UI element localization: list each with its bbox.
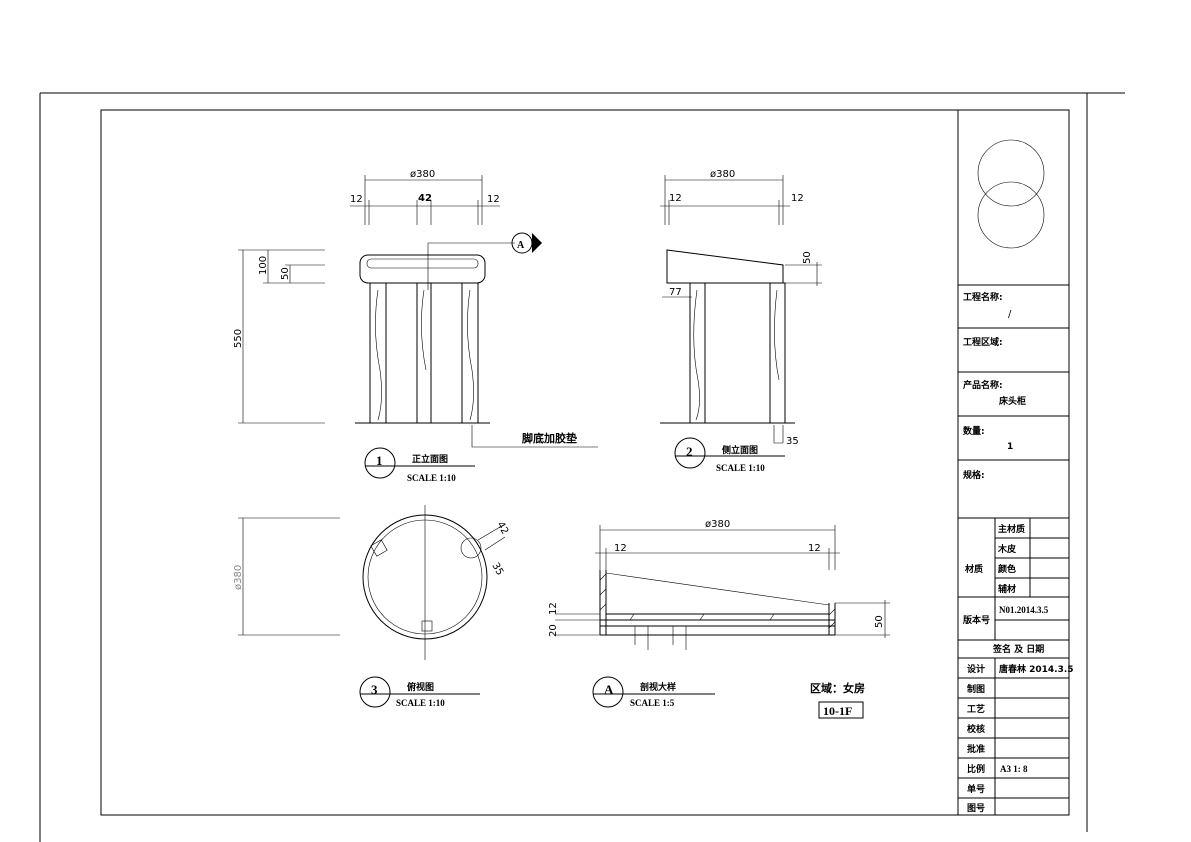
quantity-value: 1 bbox=[1007, 442, 1013, 452]
section-detail: ø380 12 12 12 20 50 A 剖视大样 SCALE 1:5 区域：… bbox=[548, 519, 890, 719]
side-dim-12b: 12 bbox=[791, 193, 804, 204]
project-area-label: 工程区域: bbox=[963, 336, 1003, 348]
top-view: ø380 42 35 3 俯视图 SCALE 1:10 bbox=[233, 505, 510, 708]
view-number-2: 2 bbox=[686, 444, 693, 459]
project-name-value: / bbox=[1008, 309, 1012, 320]
view-number-3: 3 bbox=[371, 682, 378, 697]
front-dim-diameter: ø380 bbox=[410, 169, 435, 180]
section-dim-diameter: ø380 bbox=[705, 519, 730, 530]
material-color: 颜色 bbox=[998, 563, 1016, 575]
side-view-title: 侧立面图 bbox=[722, 444, 758, 456]
row-label-design: 设计 bbox=[967, 663, 985, 675]
view-number-1: 1 bbox=[376, 453, 383, 468]
section-dim-50: 50 bbox=[874, 615, 885, 628]
version-value: N01.2014.3.5 bbox=[999, 605, 1049, 615]
section-dim-12a: 12 bbox=[614, 543, 627, 554]
front-dim-42: 42 bbox=[418, 193, 432, 204]
material-label: 材质 bbox=[964, 563, 983, 575]
side-dim-77: 77 bbox=[669, 287, 682, 298]
front-elevation: ø380 12 42 12 A 100 50 550 脚底加胶垫 1 正立面图 … bbox=[233, 169, 598, 483]
top-view-title: 俯视图 bbox=[407, 681, 434, 693]
material-aux: 辅材 bbox=[998, 583, 1016, 595]
front-view-title: 正立面图 bbox=[412, 453, 448, 465]
row-label-check: 校核 bbox=[967, 723, 985, 735]
material-main: 主材质 bbox=[998, 523, 1025, 535]
front-dim-50: 50 bbox=[280, 267, 291, 280]
row-label-order: 单号 bbox=[967, 783, 985, 795]
product-name-label: 产品名称: bbox=[963, 379, 1003, 391]
material-veneer: 木皮 bbox=[997, 543, 1017, 555]
logo-circle-icon bbox=[977, 181, 1045, 249]
sign-header: 签名 及 日期 bbox=[992, 643, 1044, 655]
project-name-label: 工程名称: bbox=[963, 291, 1003, 303]
section-dim-12: 12 bbox=[548, 602, 559, 615]
top-view-scale: SCALE 1:10 bbox=[396, 698, 445, 708]
area-code: 10-1F bbox=[823, 704, 852, 718]
side-view-scale: SCALE 1:10 bbox=[716, 463, 765, 473]
version-label: 版本号 bbox=[962, 614, 990, 626]
area-label: 区域：女房 bbox=[810, 681, 865, 695]
front-view-scale: SCALE 1:10 bbox=[407, 473, 456, 483]
side-elevation: ø380 12 12 50 77 35 2 侧立面图 SCALE 1:10 bbox=[660, 169, 822, 473]
front-dim-12b: 12 bbox=[487, 194, 500, 205]
foot-pad-note: 脚底加胶垫 bbox=[522, 431, 577, 445]
row-label-scale: 比例 bbox=[967, 763, 985, 775]
view-number-a: A bbox=[604, 682, 614, 697]
row-label-craft: 工艺 bbox=[967, 703, 985, 715]
section-dim-12b: 12 bbox=[808, 543, 821, 554]
title-block: 工程名称: / 工程区域: 产品名称: 床头柜 数量: 1 规格: 材质 主材质… bbox=[957, 110, 1074, 815]
logo-circle-icon bbox=[977, 139, 1045, 207]
quantity-label: 数量: bbox=[963, 425, 985, 437]
section-tag-a: A bbox=[517, 240, 525, 251]
section-view-scale: SCALE 1:5 bbox=[630, 698, 675, 708]
row-label-approve: 批准 bbox=[967, 743, 985, 755]
section-view-title: 剖视大样 bbox=[640, 681, 676, 693]
row-label-drawing: 制图 bbox=[967, 683, 985, 695]
front-dim-12a: 12 bbox=[350, 194, 363, 205]
product-name-value: 床头柜 bbox=[999, 395, 1026, 407]
side-dim-diameter: ø380 bbox=[710, 169, 735, 180]
front-dim-550: 550 bbox=[233, 329, 244, 348]
row-label-drawing-no: 图号 bbox=[967, 803, 985, 814]
row-value-design: 唐春林 2014.3.5 bbox=[999, 663, 1074, 675]
top-dim-diameter: ø380 bbox=[233, 565, 244, 590]
side-dim-50: 50 bbox=[802, 251, 813, 264]
section-dim-20: 20 bbox=[548, 624, 559, 637]
spec-label: 规格: bbox=[963, 469, 985, 481]
row-value-scale: A3 1: 8 bbox=[1000, 764, 1028, 774]
top-dim-42: 42 bbox=[494, 520, 510, 537]
side-dim-12a: 12 bbox=[669, 193, 682, 204]
front-dim-100: 100 bbox=[258, 256, 269, 275]
sheet-frame bbox=[39, 92, 1125, 842]
side-dim-35: 35 bbox=[786, 436, 799, 447]
top-dim-35: 35 bbox=[489, 561, 505, 578]
